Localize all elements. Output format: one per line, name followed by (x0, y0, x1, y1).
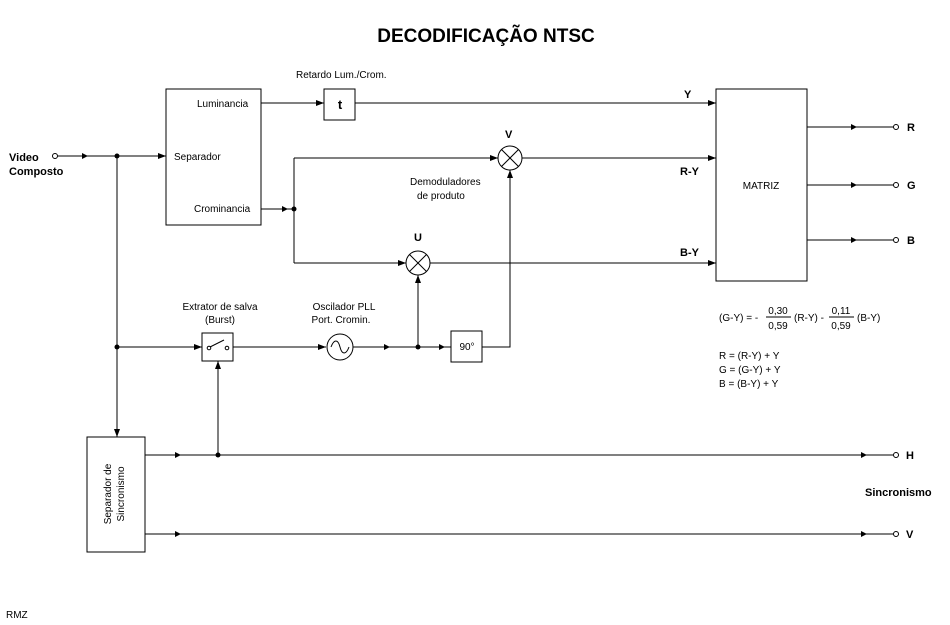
equation-r: R = (R-Y) + Y (719, 351, 780, 362)
diagram-title: DECODIFICAÇÃO NTSC (377, 25, 595, 47)
arrow-icon (851, 124, 857, 130)
output-g-label: G (907, 180, 916, 192)
signal-by-label: B-Y (680, 247, 700, 259)
output-h-terminal-icon (893, 452, 899, 458)
input-label-composto: Composto (9, 166, 64, 178)
burst-label-1: Extrator de salva (182, 302, 257, 313)
output-h-label: H (906, 450, 914, 462)
signal-ry-label: R-Y (680, 166, 700, 178)
sync-label: Sincronismo (865, 487, 932, 499)
u-mixer-icon (405, 250, 431, 276)
sync-separator-label-2: Sincronismo (116, 466, 127, 521)
arrow-icon (851, 237, 857, 243)
separador-luminancia-label: Luminancia (197, 99, 249, 110)
formula-left: (G-Y) = - (719, 313, 758, 324)
arrow-icon (851, 182, 857, 188)
arrow-icon (282, 206, 288, 212)
matriz-block (715, 88, 808, 282)
signal-y-label: Y (684, 89, 692, 101)
formula-f1-den: 0,59 (768, 321, 788, 332)
arrow-icon (175, 531, 181, 537)
separador-crominancia-label: Crominancia (194, 204, 251, 215)
formula-f2-den: 0,59 (831, 321, 851, 332)
equation-b: B = (B-Y) + Y (719, 379, 779, 390)
separador-label: Separador (174, 152, 221, 163)
input-terminal-icon (52, 153, 58, 159)
output-b-terminal-icon (893, 237, 899, 243)
equation-g: G = (G-Y) + Y (719, 365, 781, 376)
mixer-u-label: U (414, 232, 422, 244)
formula-f2-num: 0,11 (832, 306, 851, 317)
phase-shift-block (450, 330, 483, 363)
phase-shift-label: 90° (459, 342, 474, 353)
output-v-terminal-icon (893, 531, 899, 537)
credit: RMZ (6, 610, 28, 621)
arrow-icon (439, 344, 445, 350)
demod-label-2: de produto (417, 191, 465, 202)
output-v-label: V (906, 529, 914, 541)
arrow-icon (175, 452, 181, 458)
separador-block (165, 88, 262, 226)
phase-to-v-mixer (482, 170, 513, 348)
input-label-video: Video (9, 152, 39, 164)
formula-term2: (B-Y) (857, 313, 880, 324)
v-mixer-icon (497, 145, 523, 171)
arrow-icon (384, 344, 390, 350)
output-b-label: B (907, 235, 915, 247)
switch-icon (206, 339, 230, 351)
mixer-v-label: V (505, 129, 513, 141)
sync-separator-block (86, 436, 146, 553)
delay-block (323, 88, 356, 121)
output-r-label: R (907, 122, 915, 134)
sync-separator-label-1: Separador de (103, 463, 114, 524)
sine-wave-icon (326, 333, 354, 361)
output-g-terminal-icon (893, 182, 899, 188)
burst-label-2: (Burst) (205, 315, 235, 326)
delay-label: Retardo Lum./Crom. (296, 70, 387, 81)
osc-label-1: Oscilador PLL (313, 302, 376, 313)
matriz-label: MATRIZ (743, 181, 779, 192)
formula-term1: (R-Y) - (794, 313, 824, 324)
arrow-icon (861, 531, 867, 537)
osc-label-2: Port. Cromin. (312, 315, 371, 326)
demod-label-1: Demoduladores (410, 177, 481, 188)
arrow-icon (861, 452, 867, 458)
output-r-terminal-icon (893, 124, 899, 130)
formula-f1-num: 0,30 (768, 306, 788, 317)
arrow-icon (82, 153, 88, 159)
delay-symbol: t (338, 97, 343, 112)
gy-formula: (G-Y) = - 0,30 0,59 (R-Y) - 0,11 0,59 (B… (719, 306, 880, 332)
